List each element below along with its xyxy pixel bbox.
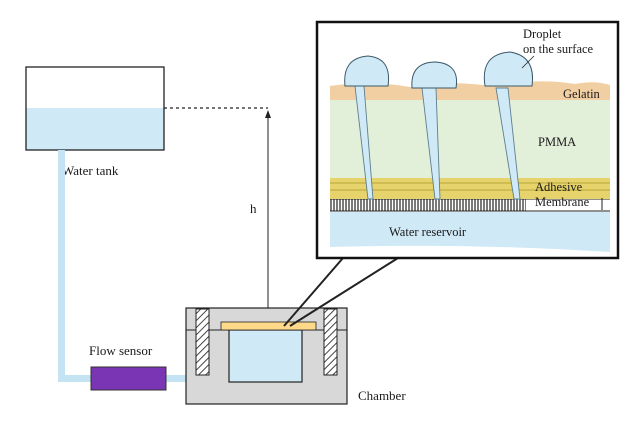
chamber-gasket-left bbox=[195, 308, 210, 376]
height-arrow bbox=[265, 110, 271, 322]
droplet-label-line1: Droplet bbox=[523, 27, 562, 41]
water-tank-water bbox=[26, 108, 164, 150]
water-tank bbox=[25, 66, 165, 151]
droplet-label-line2: on the surface bbox=[523, 42, 594, 56]
droplet-leader-line bbox=[521, 55, 535, 69]
droplet-3 bbox=[483, 51, 534, 87]
chamber-gasket-right bbox=[323, 308, 338, 376]
membrane-layer bbox=[330, 199, 526, 211]
inset-frame bbox=[315, 20, 620, 260]
zoom-lines bbox=[283, 257, 399, 327]
chamber-label: Chamber bbox=[358, 388, 406, 403]
gelatin-layer bbox=[330, 81, 610, 100]
membrane-label: Membrane bbox=[535, 195, 590, 209]
pmma-label: PMMA bbox=[538, 135, 576, 149]
pmma-layer bbox=[330, 100, 610, 178]
inset-detail: Droplet on the surface Gelatin PMMA Adhe… bbox=[315, 20, 620, 260]
water-tank-label: Water tank bbox=[62, 163, 119, 178]
sample-surface bbox=[220, 321, 317, 331]
flow-sensor bbox=[90, 366, 167, 391]
flow-sensor-label: Flow sensor bbox=[89, 343, 153, 358]
adhesive-label: Adhesive bbox=[535, 180, 583, 194]
droplet-1 bbox=[344, 55, 390, 87]
water-reservoir-label: Water reservoir bbox=[389, 225, 467, 239]
gelatin-label: Gelatin bbox=[563, 87, 601, 101]
height-label: h bbox=[250, 201, 257, 216]
chamber-well bbox=[228, 329, 303, 383]
water-reservoir-layer bbox=[330, 212, 610, 252]
droplet-2 bbox=[411, 61, 458, 89]
chamber bbox=[185, 307, 348, 405]
droplets bbox=[344, 51, 534, 89]
